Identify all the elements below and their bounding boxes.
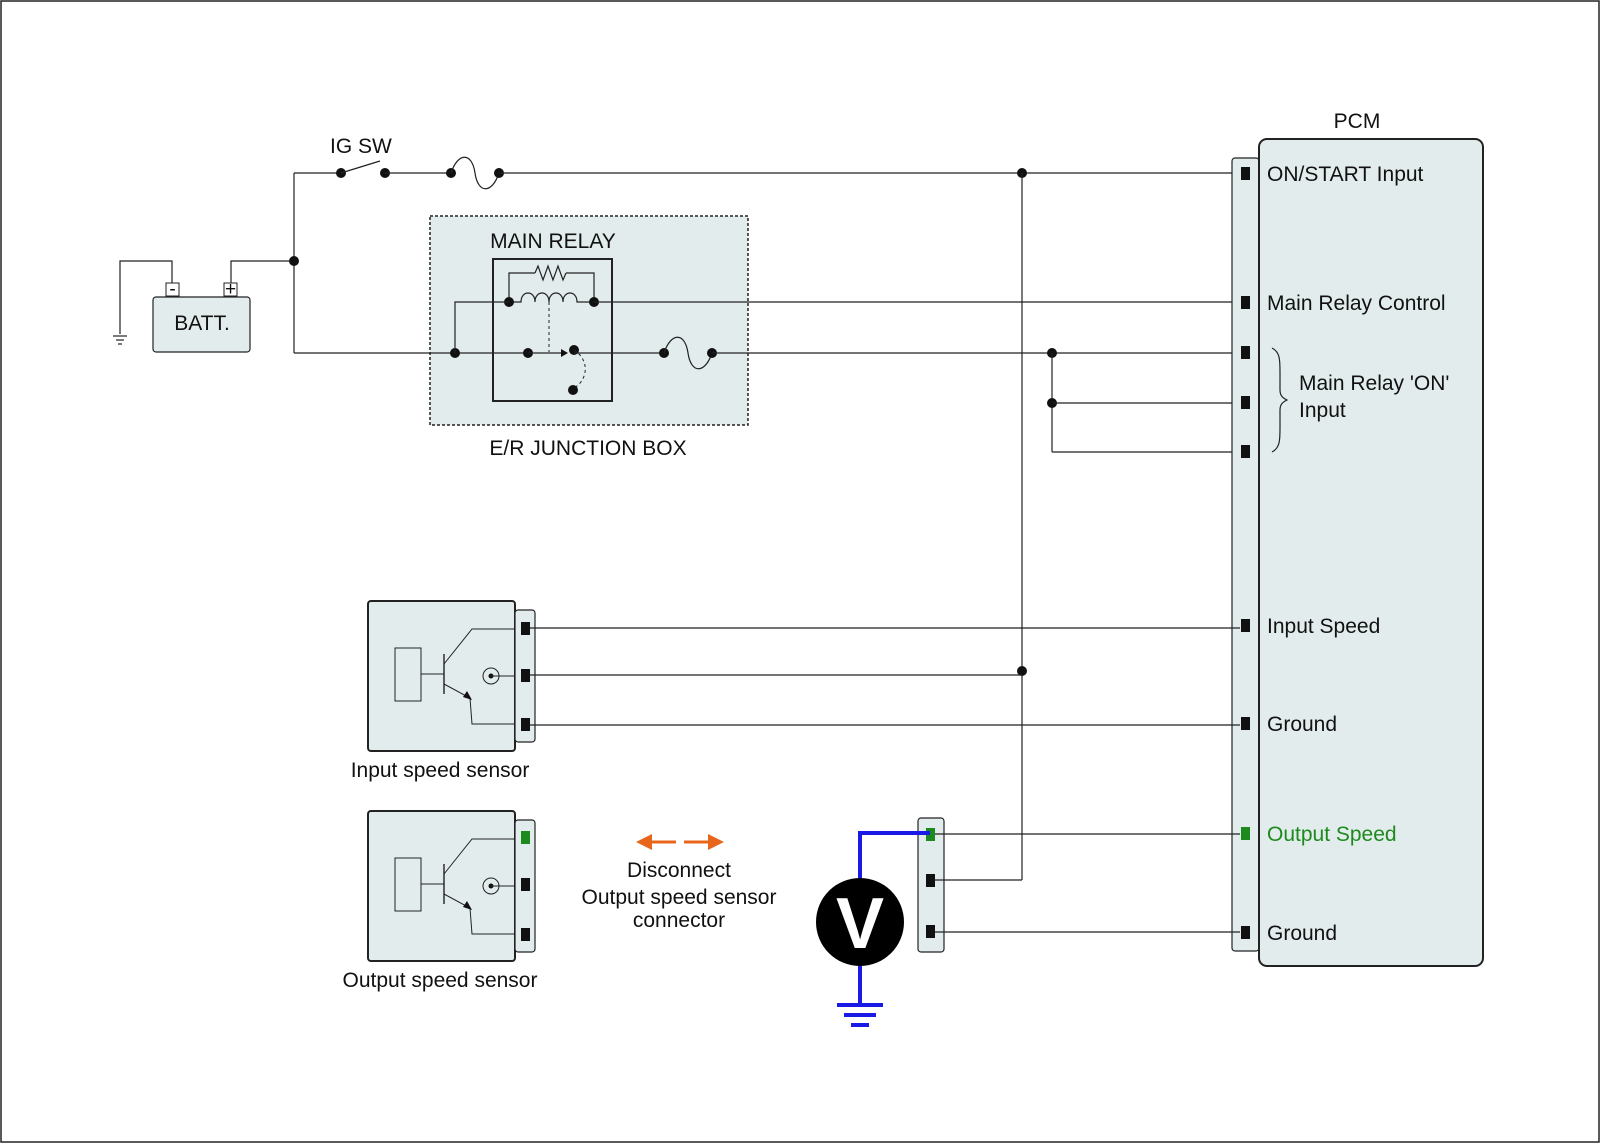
disconnect-arrows-icon bbox=[636, 834, 724, 850]
battery-body bbox=[152, 296, 251, 353]
pcm-label-relay-control: Main Relay Control bbox=[1267, 292, 1446, 315]
battery-pos-label: + bbox=[225, 279, 236, 300]
battery-neg-label: - bbox=[169, 279, 175, 300]
relay-on-brace bbox=[1271, 347, 1289, 453]
relay-switch-contact-3 bbox=[568, 385, 578, 395]
instruction-line-3: connector bbox=[633, 909, 725, 932]
output-speed-sensor: Output speed sensor bbox=[343, 810, 538, 992]
output-sensor-label: Output speed sensor bbox=[343, 969, 538, 992]
pcm-label-output-speed: Output Speed bbox=[1267, 823, 1397, 846]
pcm-pin-relay-on-2 bbox=[1241, 396, 1250, 409]
harness-pin-3 bbox=[926, 925, 935, 938]
pcm-pin-input-speed bbox=[1241, 619, 1250, 632]
main-relay-box bbox=[492, 258, 613, 402]
relay-fuse-symbol bbox=[663, 336, 713, 370]
pcm-pin-ground-2 bbox=[1241, 926, 1250, 939]
input-sensor-pin-2 bbox=[521, 669, 530, 682]
input-sensor-pin-1 bbox=[521, 622, 530, 635]
meter-positive-lead bbox=[858, 831, 930, 880]
harness-pin-2 bbox=[926, 874, 935, 887]
pcm-pin-relay-control bbox=[1241, 296, 1250, 309]
output-sensor-element bbox=[394, 857, 422, 912]
pcm-label-ground-2: Ground bbox=[1267, 922, 1337, 945]
relay-resistor-wire bbox=[508, 272, 535, 302]
junction-box-label: E/R JUNCTION BOX bbox=[489, 437, 686, 460]
battery-label: BATT. bbox=[174, 312, 230, 335]
pcm-pin-relay-on-1 bbox=[1241, 346, 1250, 359]
ig-fuse-symbol bbox=[450, 156, 500, 190]
input-sensor-label: Input speed sensor bbox=[351, 759, 530, 782]
pcm-label-input-speed: Input Speed bbox=[1267, 615, 1380, 638]
input-sensor-pin-3 bbox=[521, 718, 530, 731]
output-sensor-pin-2 bbox=[521, 878, 530, 891]
battery-positive-wire bbox=[230, 260, 294, 283]
meter-ground-symbol bbox=[837, 1003, 883, 1027]
pcm-pin-ground-1 bbox=[1241, 717, 1250, 730]
voltmeter-icon bbox=[816, 878, 904, 966]
ground-symbol bbox=[113, 335, 127, 345]
harness-pin-1 bbox=[926, 828, 935, 841]
input-speed-sensor: Input speed sensor bbox=[351, 600, 536, 782]
ig-switch-blade bbox=[340, 160, 381, 174]
relay-switch-path bbox=[573, 349, 586, 389]
sensor-power-junction-dot bbox=[1017, 666, 1027, 676]
input-sensor-element bbox=[394, 647, 422, 702]
pcm-label: PCM bbox=[1334, 110, 1381, 133]
relay-switch-arrow bbox=[561, 349, 568, 357]
output-sensor-pin-1 bbox=[521, 831, 530, 844]
main-relay-label: MAIN RELAY bbox=[490, 230, 616, 253]
instruction-line-2: Output speed sensor bbox=[582, 886, 777, 909]
pcm-pin-on-start bbox=[1241, 167, 1250, 180]
pcm-label-relay-on-2: Input bbox=[1299, 399, 1346, 422]
battery-junction-dot bbox=[289, 256, 299, 266]
relay-resistor bbox=[534, 264, 567, 282]
output-sensor-pin-3 bbox=[521, 928, 530, 941]
pcm-label-ground-1: Ground bbox=[1267, 713, 1337, 736]
pcm-pin-relay-on-3 bbox=[1241, 445, 1250, 458]
relay-resistor-wire-2 bbox=[566, 272, 595, 302]
relay-coil-feed-wire bbox=[454, 301, 509, 353]
ig-switch-label: IG SW bbox=[330, 135, 392, 158]
voltmeter-label: V bbox=[836, 884, 884, 964]
battery-ground-wire bbox=[119, 260, 173, 334]
pcm-label-relay-on-1: Main Relay 'ON' bbox=[1299, 372, 1449, 395]
pcm-label-on-start: ON/START Input bbox=[1267, 163, 1424, 186]
pcm-body bbox=[1258, 138, 1484, 967]
battery: - + BATT. bbox=[152, 279, 251, 353]
instruction-line-1: Disconnect bbox=[627, 859, 731, 882]
pcm-pin-output-speed bbox=[1241, 827, 1250, 840]
